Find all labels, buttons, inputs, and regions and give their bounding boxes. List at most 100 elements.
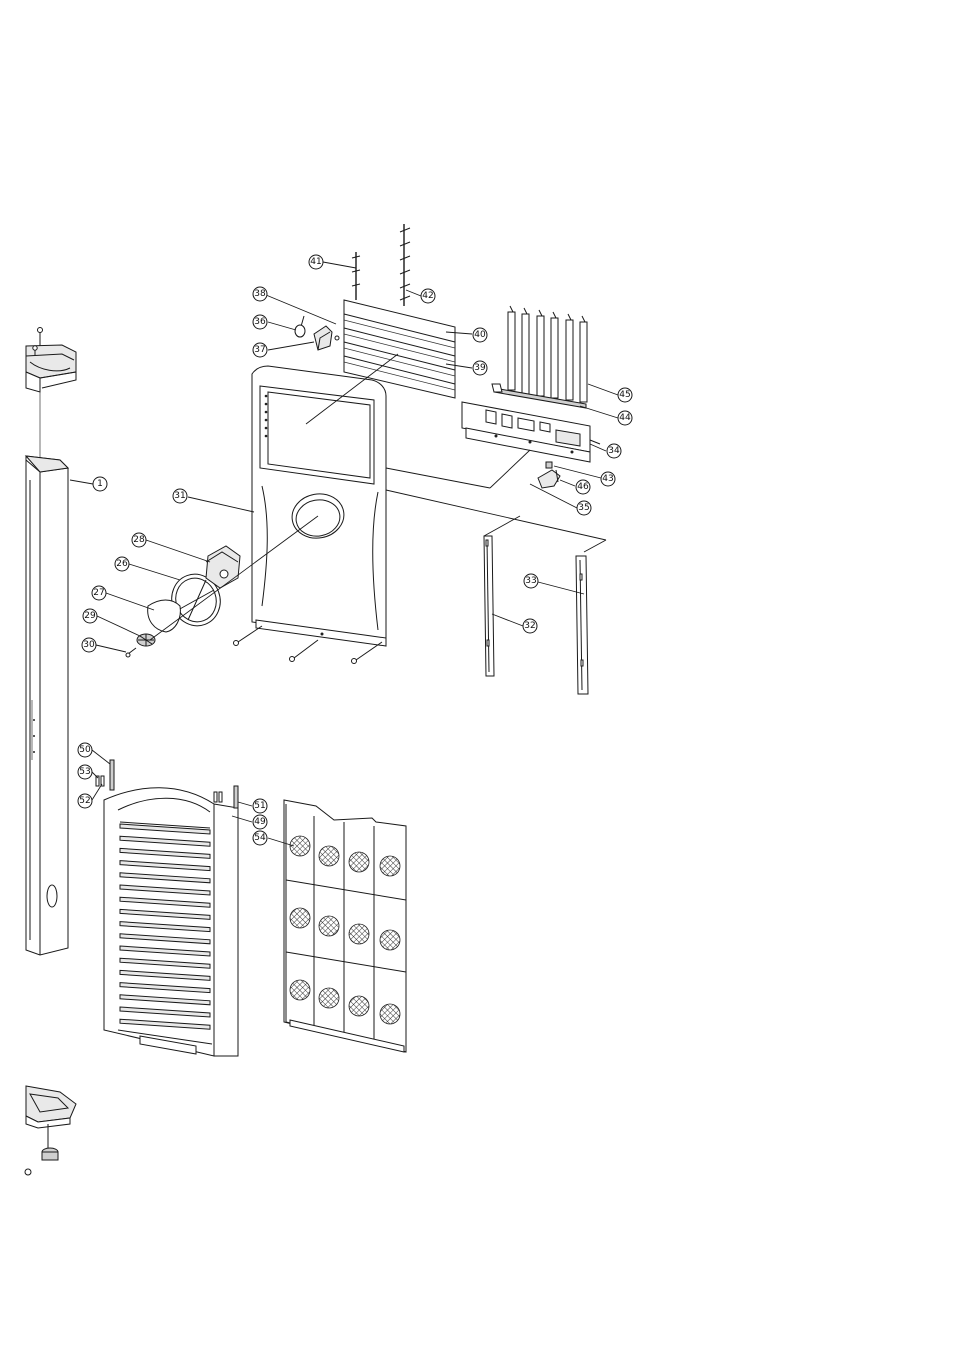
control-box-part	[461, 401, 601, 463]
side-panel-part	[24, 327, 77, 956]
callout-label: 51	[254, 801, 265, 811]
callout-c40: 40	[472, 327, 488, 343]
filter-mesh-disc	[289, 835, 311, 857]
callout-c46: 46	[575, 479, 591, 495]
grille-slat	[119, 945, 211, 957]
callout-c54: 54	[252, 830, 268, 846]
callout-c26: 26	[114, 556, 130, 572]
filter-mesh-disc	[289, 979, 311, 1001]
grille-slat	[119, 823, 211, 835]
callout-label: 39	[474, 363, 486, 373]
front-panel-part	[233, 365, 387, 664]
callout-c32: 32	[522, 618, 538, 634]
filter-mesh-disc	[348, 923, 370, 945]
callout-c45: 45	[617, 387, 633, 403]
grille-slat	[119, 933, 211, 945]
base-tray-part	[24, 1085, 77, 1176]
callout-c28: 28	[131, 532, 147, 548]
callout-c52: 52	[77, 793, 93, 809]
callout-c34: 34	[606, 443, 622, 459]
callout-label: 33	[525, 576, 536, 586]
grille-slat	[119, 860, 211, 872]
callout-c37: 37	[252, 342, 268, 358]
callout-label: 44	[619, 413, 631, 423]
air-filter-part	[283, 799, 407, 1053]
callout-c31: 31	[172, 488, 188, 504]
callout-c1: 1	[92, 476, 108, 492]
grille-slat	[119, 835, 211, 847]
vertical-vanes-part	[491, 305, 588, 409]
filter-mesh-disc	[348, 995, 370, 1017]
callout-label: 45	[619, 390, 630, 400]
grille-slat	[119, 884, 211, 896]
callout-label: 43	[602, 474, 613, 484]
switch-parts	[537, 461, 561, 489]
side-rails-part	[483, 535, 589, 695]
assembly-lines	[305, 353, 607, 553]
filter-mesh-disc	[379, 929, 401, 951]
callout-label: 36	[254, 317, 266, 327]
callout-c38: 38	[252, 286, 268, 302]
filter-mesh-disc	[318, 845, 340, 867]
filter-mesh-discs	[289, 835, 401, 1025]
callout-label: 37	[254, 345, 265, 355]
callout-label: 41	[310, 257, 321, 267]
fan-assembly	[125, 515, 319, 658]
callout-label: 52	[79, 796, 90, 806]
grille-slat	[119, 847, 211, 859]
filter-mesh-disc	[318, 915, 340, 937]
callout-label: 29	[84, 611, 96, 621]
callout-label: 42	[422, 291, 433, 301]
grille-slat	[119, 994, 211, 1006]
motor-clip-parts	[294, 315, 340, 351]
grille-slats	[119, 823, 211, 1030]
callout-label: 31	[174, 491, 185, 501]
filter-mesh-disc	[379, 1003, 401, 1025]
callout-label: 46	[577, 482, 589, 492]
callout-c53: 53	[77, 764, 93, 780]
callout-label: 30	[83, 640, 95, 650]
grille-slat	[119, 957, 211, 969]
callout-c36: 36	[252, 314, 268, 330]
callout-c29: 29	[82, 608, 98, 624]
callout-label: 38	[254, 289, 266, 299]
grille-slat	[119, 872, 211, 884]
callout-label: 50	[79, 745, 91, 755]
callout-label: 53	[79, 767, 90, 777]
callout-c50: 50	[77, 742, 93, 758]
callout-c49: 49	[252, 814, 268, 830]
grille-slat	[119, 908, 211, 920]
grille-slat	[119, 969, 211, 981]
filter-mesh-disc	[379, 855, 401, 877]
grille-slat	[119, 921, 211, 933]
grille-slat	[119, 896, 211, 908]
filter-mesh-disc	[318, 987, 340, 1009]
louver-link-rods	[351, 224, 411, 306]
grille-slat	[119, 982, 211, 994]
grille-slat	[119, 1018, 211, 1030]
callout-label: 28	[133, 535, 145, 545]
callout-c51: 51	[252, 798, 268, 814]
callout-leaders	[69, 261, 619, 847]
callout-c39: 39	[472, 360, 488, 376]
callout-c30: 30	[81, 637, 97, 653]
callout-c35: 35	[576, 500, 592, 516]
grille-slat	[119, 1006, 211, 1018]
callout-c43: 43	[600, 471, 616, 487]
callout-label: 40	[474, 330, 486, 340]
callout-label: 54	[254, 833, 266, 843]
filter-mesh-disc	[348, 851, 370, 873]
callout-label: 32	[524, 621, 535, 631]
callout-c41: 41	[308, 254, 324, 270]
callout-c42: 42	[420, 288, 436, 304]
callout-c27: 27	[91, 585, 107, 601]
callout-label: 49	[254, 817, 266, 827]
callout-label: 34	[608, 446, 620, 456]
callout-label: 35	[578, 503, 589, 513]
callout-c33: 33	[523, 573, 539, 589]
callout-label: 1	[97, 479, 103, 489]
callout-label: 26	[116, 559, 128, 569]
callout-c44: 44	[617, 410, 633, 426]
filter-mesh-disc	[289, 907, 311, 929]
